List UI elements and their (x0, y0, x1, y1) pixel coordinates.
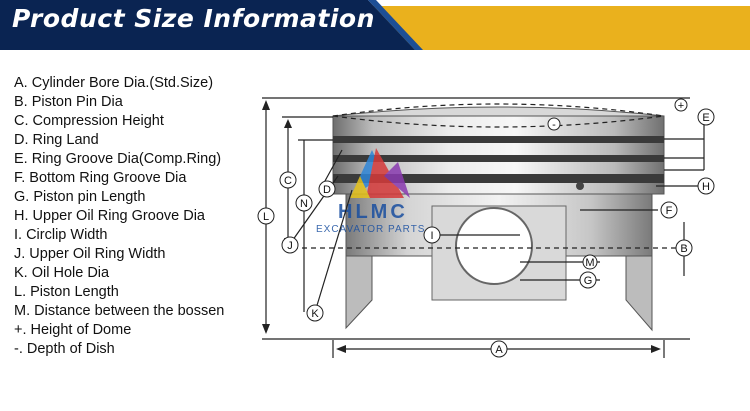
legend-item-h: H. Upper Oil Ring Groove Dia (14, 208, 205, 224)
marker-plus: + (674, 98, 688, 112)
ring-groove-2 (333, 155, 664, 162)
ring-groove-3 (333, 174, 664, 183)
marker-c: C (279, 171, 297, 189)
marker-n-text: N (300, 198, 308, 210)
marker-b: B (675, 239, 693, 257)
dimension-lines (262, 97, 705, 358)
legend-item-e: E. Ring Groove Dia(Comp.Ring) (14, 151, 222, 167)
watermark-tagline: EXCAVATOR PARTS (316, 224, 425, 235)
marker-d: D (318, 180, 336, 198)
marker-e: E (697, 108, 715, 126)
legend-item-g: G. Piston pin Length (14, 189, 146, 205)
logo-triangle-accent (350, 176, 370, 198)
marker-minus: - (547, 117, 561, 131)
piston-crown-dome (332, 106, 665, 117)
watermark-logo: HLMC EXCAVATOR PARTS (316, 148, 425, 235)
skirt-left-leg (345, 255, 373, 330)
oil-hole (576, 182, 584, 190)
marker-e-text: E (702, 112, 709, 124)
marker-h-text: H (702, 181, 710, 193)
marker-h: H (697, 177, 715, 195)
marker-i-text: I (430, 230, 433, 242)
marker-plus-text: + (678, 100, 684, 112)
marker-j-text: J (287, 240, 293, 252)
legend-item-dome: +. Height of Dome (14, 322, 132, 338)
skirt-right-leg (625, 255, 653, 332)
marker-j: J (281, 236, 299, 254)
marker-d-text: D (323, 184, 331, 196)
legend-item-f: F. Bottom Ring Groove Dia (14, 170, 187, 186)
marker-g: G (579, 271, 597, 289)
marker-k-text: K (311, 308, 319, 320)
legend-item-j: J. Upper Oil Ring Width (14, 246, 166, 262)
legend-item-a: A. Cylinder Bore Dia.(Std.Size) (14, 75, 214, 91)
legend-item-m: M. Distance between the bossen (14, 303, 225, 319)
logo-triangle-right (384, 162, 410, 198)
piston-pin-bore (455, 207, 533, 285)
marker-f-text: F (666, 205, 673, 217)
marker-k: K (306, 304, 324, 322)
legend-item-b: B. Piston Pin Dia (14, 94, 123, 110)
header-banner (0, 0, 750, 50)
legend-item-i: I. Circlip Width (14, 227, 108, 243)
dimension-legend: A. Cylinder Bore Dia.(Std.Size) B. Pisto… (14, 74, 224, 359)
marker-l-text: L (263, 211, 269, 223)
watermark-name: HLMC (338, 201, 408, 223)
legend-item-k: K. Oil Hole Dia (14, 265, 110, 281)
ring-groove-1 (333, 136, 664, 143)
marker-n: N (295, 194, 313, 212)
legend-item-c: C. Compression Height (14, 113, 164, 129)
logo-triangle-center (366, 148, 404, 198)
legend-item-l: L. Piston Length (14, 284, 119, 300)
banner-accent-stripe (368, 0, 423, 50)
legend-item-d: D. Ring Land (14, 132, 99, 148)
marker-b-text: B (680, 243, 687, 255)
marker-g-text: G (584, 275, 593, 287)
marker-minus-text: - (552, 119, 556, 131)
marker-l: L (257, 207, 275, 225)
page-title: Product Size Information (12, 4, 375, 33)
marker-f: F (660, 201, 678, 219)
marker-i: I (423, 226, 441, 244)
marker-a: A (490, 340, 508, 358)
legend-item-dish: -. Depth of Dish (14, 341, 115, 357)
marker-m: M (582, 254, 598, 270)
marker-a-text: A (495, 344, 503, 356)
marker-c-text: C (284, 175, 292, 187)
banner-navy-shape (0, 0, 415, 50)
piston-body (332, 106, 665, 332)
marker-m-text: M (585, 257, 594, 269)
